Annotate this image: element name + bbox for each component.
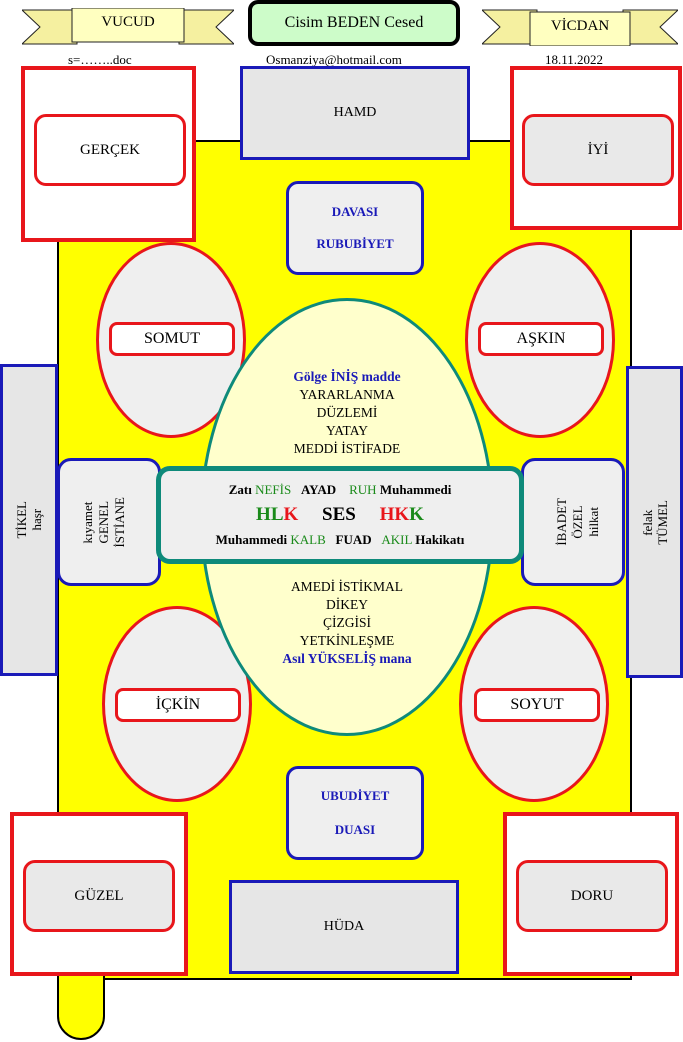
- ubudiyet-box: UBUDİYET DUASI: [286, 766, 424, 860]
- ellipse-bottom-text: AMEDİ İSTİKMAL DİKEY ÇİZGİSİ YETKİNLEŞME…: [240, 578, 454, 668]
- central-bar-row2: HLK SES HKK: [256, 504, 424, 526]
- side-left-line2: haşr: [29, 509, 44, 531]
- side-right-text: felak TÜMEL: [640, 500, 670, 545]
- kalb-text: KALB: [290, 532, 326, 547]
- muhammedi-bottom-text: Muhammedi: [215, 532, 288, 547]
- hlk-red-text: K: [283, 504, 299, 525]
- inner-left-box: kıyamet GENEL İSTİANE: [57, 458, 161, 586]
- right-banner-label: VİCDAN: [550, 18, 610, 34]
- fuad-text: FUAD: [335, 532, 372, 547]
- ellipse-top-line3: DÜZLEMİ: [316, 405, 378, 420]
- ellipse-bottom-line1: AMEDİ İSTİKMAL: [290, 579, 404, 594]
- akil-text: AKIL: [381, 532, 412, 547]
- side-left-line1: TİKEL: [14, 501, 29, 539]
- hakikati-text: Hakikatı: [415, 532, 465, 547]
- corner-bottom-right: DORU: [503, 812, 679, 976]
- inner-right-text: İBADET ÖZEL hilkat: [544, 498, 602, 546]
- inner-right-box: İBADET ÖZEL hilkat: [521, 458, 625, 586]
- huda-box: HÜDA: [229, 880, 459, 974]
- side-right-line2: TÜMEL: [654, 499, 670, 545]
- corner-bottom-right-label: DORU: [516, 860, 668, 932]
- ellipse-top-line5: MEDDİ İSTİFADE: [293, 441, 401, 456]
- corner-top-right: İYİ: [510, 66, 682, 230]
- corner-top-right-label: İYİ: [522, 114, 674, 186]
- ellipse-lower-right: SOYUT: [459, 606, 609, 802]
- corner-top-left-label: GERÇEK: [34, 114, 186, 186]
- central-bar-row3: Muhammedi KALB FUAD AKIL Hakikatı: [216, 532, 465, 548]
- askin-label: AŞKIN: [478, 322, 604, 356]
- ickin-label: İÇKİN: [115, 688, 241, 722]
- ellipse-bottom-line3: ÇİZGİSİ: [323, 615, 371, 630]
- hkk-red-text: HK: [379, 504, 410, 525]
- corner-top-left: GERÇEK: [21, 66, 196, 242]
- ubudiyet-label: UBUDİYET: [320, 788, 390, 803]
- inner-right-line1: İBADET: [554, 498, 569, 546]
- inner-right-line3: hilkat: [586, 507, 601, 537]
- inner-left-line3: İSTİANE: [112, 496, 127, 548]
- ellipse-top-line1: Gölge İNİŞ madde: [293, 369, 401, 384]
- ellipse-bottom-line5: Asıl YÜKSELİŞ mana: [282, 651, 412, 666]
- ellipse-top-line2: YARARLANMA: [299, 387, 395, 402]
- inner-left-line2: GENEL: [96, 500, 111, 544]
- left-banner-shape: [22, 8, 234, 45]
- ellipse-top-text: Gölge İNİŞ madde YARARLANMA DÜZLEMİ YATA…: [240, 368, 454, 458]
- right-banner-shape: [482, 9, 678, 46]
- inner-left-text: kıyamet GENEL İSTİANE: [80, 497, 138, 548]
- muhammedi-top-text: Muhammedi: [379, 482, 452, 497]
- duasi-label: DUASI: [334, 822, 376, 837]
- corner-bottom-left: GÜZEL: [10, 812, 188, 976]
- side-right-box: felak TÜMEL: [626, 366, 683, 678]
- zati-text: Zatı: [228, 482, 252, 497]
- side-left-box: TİKEL haşr: [0, 364, 58, 676]
- side-right-line1: felak: [639, 509, 655, 535]
- somut-label: SOMUT: [109, 322, 235, 356]
- date-text: 18.11.2022: [545, 52, 604, 67]
- ellipse-top-line4: YATAY: [326, 423, 368, 438]
- soyut-label: SOYUT: [474, 688, 600, 722]
- inner-left-line1: kıyamet: [80, 501, 95, 543]
- corner-bottom-left-label: GÜZEL: [23, 860, 175, 932]
- ruh-text: RUH: [349, 482, 377, 497]
- nefis-text: NEFİS: [255, 482, 292, 497]
- central-bar: Zatı NEFİS AYAD RUH Muhammedi HLK SES HK…: [156, 466, 524, 564]
- email-text: Osmanziya@hotmail.com: [266, 52, 402, 67]
- davasi-box: DAVASI RUBUBİYET: [286, 181, 424, 275]
- rububiyet-label: RUBUBİYET: [316, 236, 394, 251]
- file-name: s=……..doc: [68, 52, 132, 67]
- left-banner-label: VUCUD: [101, 14, 155, 30]
- central-bar-row1: Zatı NEFİS AYAD RUH Muhammedi: [229, 482, 452, 498]
- hamd-box: HAMD: [240, 66, 470, 160]
- side-left-text: TİKEL haşr: [14, 501, 44, 539]
- inner-right-line2: ÖZEL: [570, 505, 585, 539]
- ses-text: SES: [322, 504, 356, 525]
- davasi-label: DAVASI: [331, 204, 379, 219]
- hlk-green-text: HL: [256, 504, 284, 525]
- hkk-green-text: K: [409, 504, 424, 525]
- page-title: Cisim BEDEN Cesed: [248, 0, 460, 46]
- ellipse-bottom-line4: YETKİNLEŞME: [299, 633, 395, 648]
- ayad-text: AYAD: [300, 482, 337, 497]
- ellipse-bottom-line2: DİKEY: [326, 597, 368, 612]
- ellipse-upper-left: SOMUT: [96, 242, 246, 438]
- ellipse-upper-right: AŞKIN: [465, 242, 615, 438]
